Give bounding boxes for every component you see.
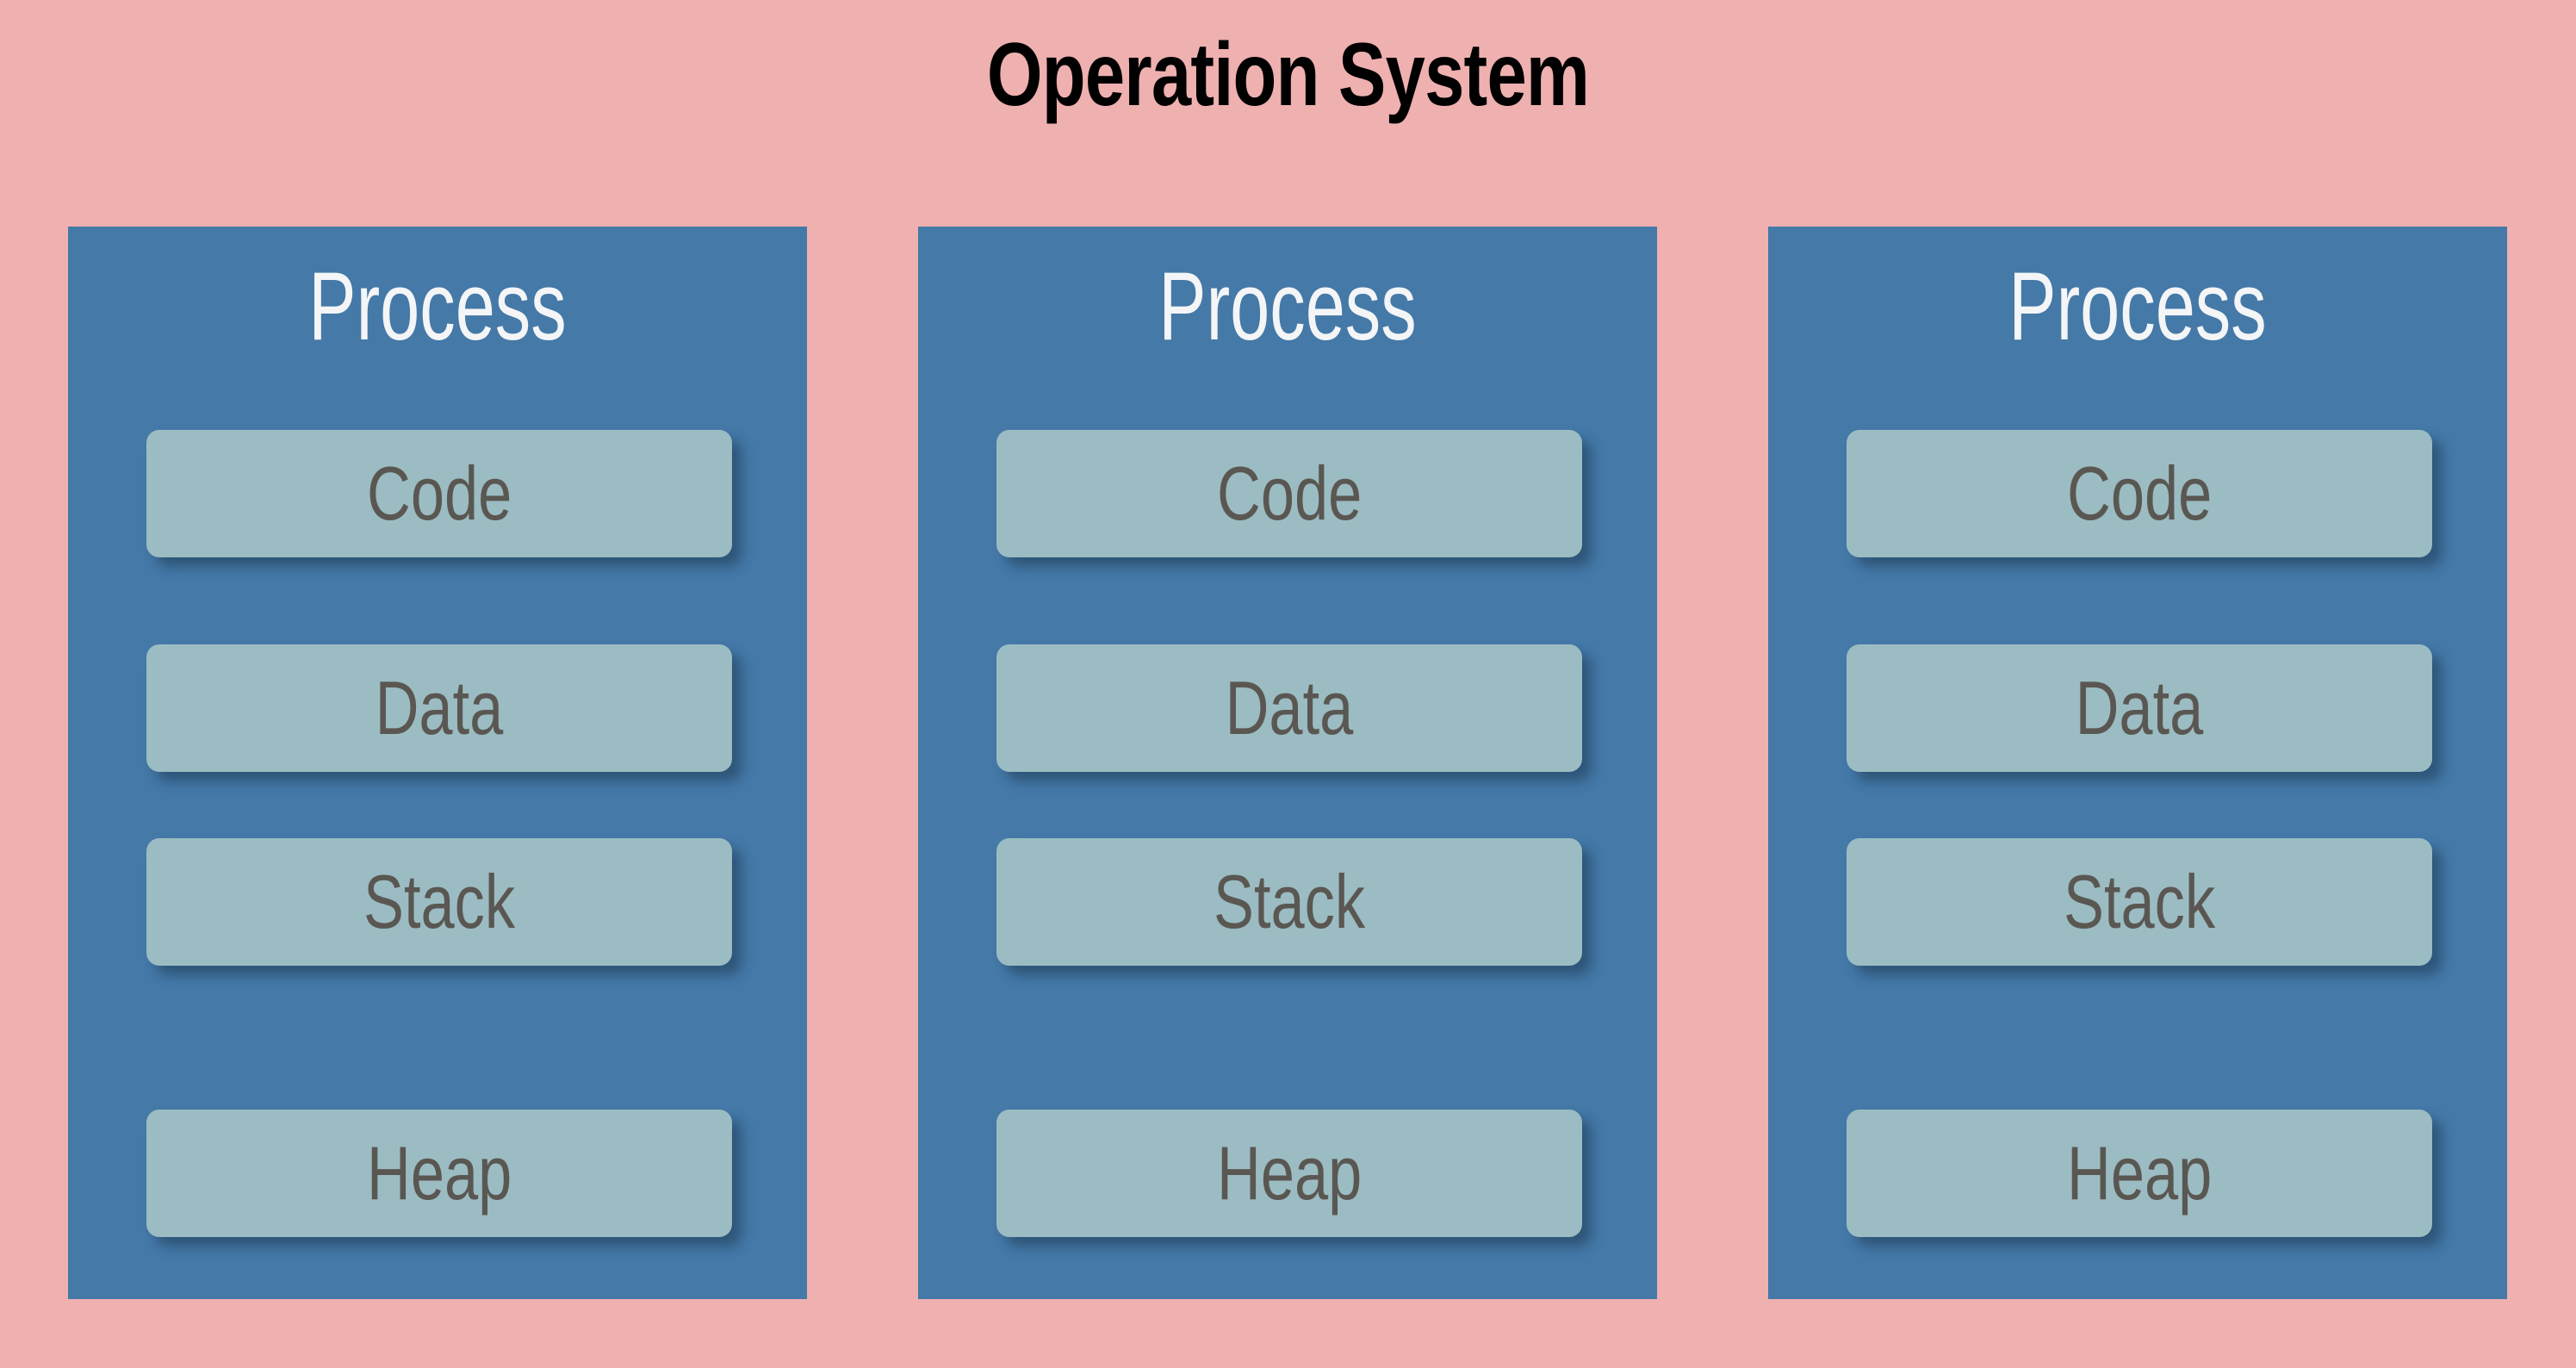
segment-stack-2[interactable]: Stack [996,838,1582,966]
segment-label: Code [1216,451,1362,536]
segment-label: Code [366,451,512,536]
process-box-3: Process Code Data Stack Heap [1768,227,2507,1299]
segment-label: Data [375,665,504,750]
segment-label: Stack [363,859,516,944]
segment-label: Data [2075,665,2204,750]
segment-stack-3[interactable]: Stack [1847,838,2432,966]
segment-list-2: Code Data Stack Heap [918,227,1657,1299]
segment-label: Data [1225,665,1354,750]
segment-list-1: Code Data Stack Heap [68,227,807,1299]
segment-label: Heap [1216,1130,1362,1216]
segment-heap-1[interactable]: Heap [146,1110,732,1237]
segment-label: Heap [366,1130,512,1216]
segment-label: Heap [2066,1130,2213,1216]
segment-list-3: Code Data Stack Heap [1768,227,2507,1299]
process-box-1: Process Code Data Stack Heap [68,227,807,1299]
segment-data-3[interactable]: Data [1847,644,2432,772]
segment-heap-2[interactable]: Heap [996,1110,1582,1237]
segment-stack-1[interactable]: Stack [146,838,732,966]
segment-code-1[interactable]: Code [146,430,732,557]
segment-code-3[interactable]: Code [1847,430,2432,557]
segment-data-2[interactable]: Data [996,644,1582,772]
segment-data-1[interactable]: Data [146,644,732,772]
process-heading-1: Process [308,252,567,360]
segment-heap-3[interactable]: Heap [1847,1110,2432,1237]
segment-label: Code [2066,451,2213,536]
page-title: Operation System [986,25,1590,125]
process-box-2: Process Code Data Stack Heap [918,227,1657,1299]
segment-label: Stack [2063,859,2216,944]
process-heading-2: Process [1158,252,1417,360]
process-heading-3: Process [2008,252,2267,360]
segment-code-2[interactable]: Code [996,430,1582,557]
segment-label: Stack [1213,859,1366,944]
